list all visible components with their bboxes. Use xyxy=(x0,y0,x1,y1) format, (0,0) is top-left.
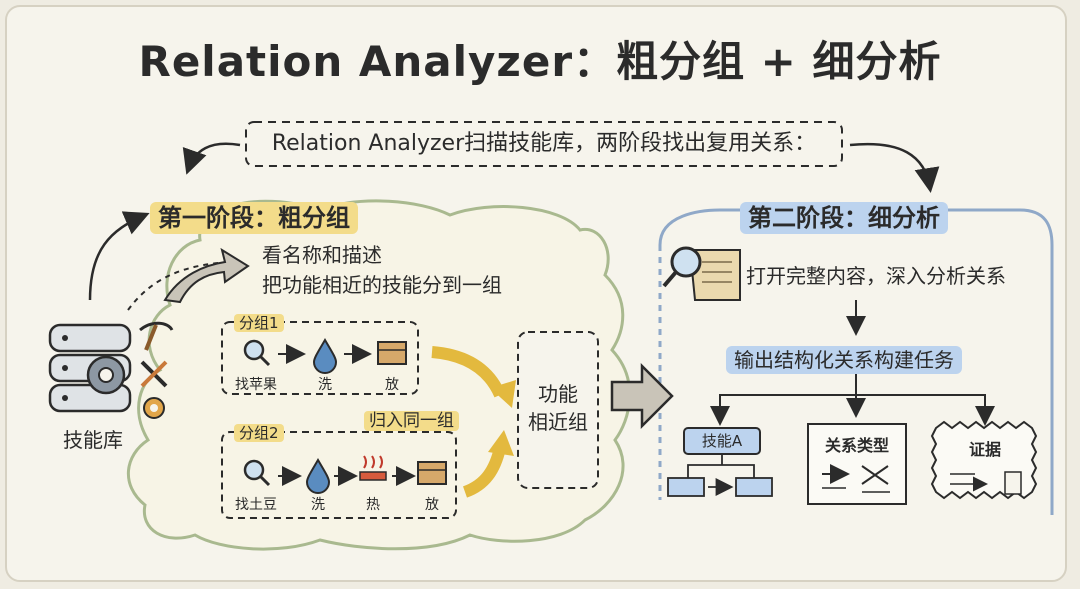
group1-step2: 洗 xyxy=(318,377,332,393)
group1-label: 分组1 xyxy=(234,312,284,333)
magnifier-icon xyxy=(243,339,271,367)
small-gear-icon xyxy=(143,397,165,419)
water-drop-icon xyxy=(305,458,331,494)
stage1-label-text: 第一阶段：粗分组 xyxy=(150,202,358,234)
water-drop-icon xyxy=(312,338,338,374)
stage2-label-text: 第二阶段：细分析 xyxy=(740,202,948,234)
group1-step3: 放 xyxy=(385,377,399,393)
stage2-step1: 打开完整内容，深入分析关系 xyxy=(746,264,1006,288)
group2-label: 分组2 xyxy=(234,422,284,443)
thick-arrow-icon xyxy=(163,247,250,304)
group2-step4: 放 xyxy=(425,497,439,513)
stage2-step2-text: 输出结构化关系构建任务 xyxy=(726,346,962,374)
document-icon xyxy=(950,471,1022,495)
result-box xyxy=(517,331,599,489)
subtitle-box xyxy=(245,121,843,167)
result-label-line2: 相近组 xyxy=(528,410,588,434)
group2-step2: 洗 xyxy=(311,497,325,513)
tools-icon xyxy=(140,360,168,388)
box-icon xyxy=(377,341,407,365)
result-label-line1: 功能 xyxy=(538,382,578,406)
arrow-icon xyxy=(822,464,850,489)
merge-arrowhead-top xyxy=(490,380,516,408)
page-title: Relation Analyzer：粗分组 + 细分析 xyxy=(138,37,942,86)
stage-transition-arrow xyxy=(610,362,674,430)
skill-library-label: 技能库 xyxy=(63,428,123,452)
group1-label-text: 分组1 xyxy=(234,314,284,332)
arrow-to-stage1 xyxy=(182,142,241,175)
stage2-step2: 输出结构化关系构建任务 xyxy=(726,344,962,374)
skill-a-branches xyxy=(687,454,755,478)
stage2-label: 第二阶段：细分析 xyxy=(740,198,948,234)
gear-icon xyxy=(86,355,126,395)
merge-label: 归入同一组 xyxy=(364,406,459,431)
merge-arrowhead-bottom xyxy=(488,430,514,456)
skill-child-node xyxy=(667,477,705,497)
magnifier-icon xyxy=(243,459,271,487)
group2-label-text: 分组2 xyxy=(234,424,284,442)
relation-types-card xyxy=(807,423,907,505)
scroll-icon xyxy=(688,249,741,301)
group2-box xyxy=(221,431,457,519)
merge-label-text: 归入同一组 xyxy=(364,411,459,431)
output-relation-type: 关系类型 xyxy=(824,436,889,455)
stage1-label: 第一阶段：粗分组 xyxy=(150,198,358,234)
pickaxe-icon xyxy=(139,321,174,351)
shuffle-icon xyxy=(861,465,890,493)
magnifier-icon xyxy=(662,246,702,288)
group1-step1: 找苹果 xyxy=(235,377,277,393)
output-skill-a: 技能A xyxy=(701,432,743,450)
group1-box xyxy=(221,321,419,395)
heat-icon xyxy=(359,455,387,481)
stage1-desc-line2: 把功能相近的技能分到一组 xyxy=(262,273,502,297)
arrow-to-stage2 xyxy=(849,142,940,193)
skill-child-node xyxy=(735,477,773,497)
box-icon xyxy=(417,461,447,485)
stage1-desc-line1: 看名称和描述 xyxy=(262,243,382,267)
group2-step1: 找土豆 xyxy=(235,497,277,513)
subtitle: Relation Analyzer扫描技能库，两阶段找出复用关系： xyxy=(271,131,817,156)
stage2-frame xyxy=(658,208,1054,515)
output-evidence: 证据 xyxy=(968,440,1001,459)
arrow-library-to-stage1 xyxy=(88,211,150,301)
group2-step3: 热 xyxy=(366,497,380,513)
